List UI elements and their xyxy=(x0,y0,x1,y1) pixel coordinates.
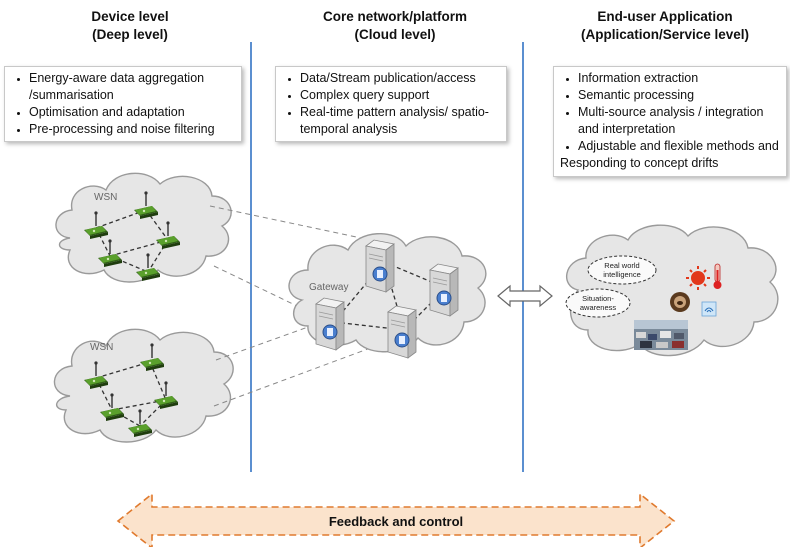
device-level-title: Device level (Deep level) xyxy=(55,8,205,44)
core-feature-2: Complex query support xyxy=(300,87,500,104)
core-feature-1: Data/Stream publication/access xyxy=(300,70,500,87)
device-level-title-line1: Device level xyxy=(91,9,169,24)
wsn-cloud-bottom: WSN xyxy=(53,328,234,443)
thermometer-icon xyxy=(713,263,722,289)
device-features-box: Energy-aware data aggregation /summarisa… xyxy=(4,66,242,142)
app-bubble-1-line1: Real world xyxy=(604,261,639,270)
enduser-feature-1: Information extraction xyxy=(578,70,780,87)
core-level-title: Core network/platform (Cloud level) xyxy=(305,8,485,44)
gateway-label: Gateway xyxy=(309,282,348,293)
device-feature-2: Optimisation and adaptation xyxy=(29,104,235,121)
weather-sun-icon xyxy=(686,266,710,290)
signal-icon xyxy=(701,301,717,317)
divider-device-core xyxy=(250,42,252,472)
app-bubble-1-line2: intelligence xyxy=(603,270,641,279)
server-icon xyxy=(365,239,395,293)
server-icon xyxy=(315,297,345,351)
enduser-level-title-line2: (Application/Service level) xyxy=(580,27,750,42)
people-photo-icon xyxy=(670,292,690,312)
server-icon xyxy=(429,263,459,317)
gateway-cloud: Gateway xyxy=(288,233,487,359)
application-cloud: Real world intelligence Situation- aware… xyxy=(565,224,779,357)
enduser-feature-4-continuation: Responding to concept drifts xyxy=(560,156,719,170)
enduser-features-box: Information extraction Semantic processi… xyxy=(553,66,787,177)
enduser-feature-3: Multi-source analysis / integration and … xyxy=(578,104,780,138)
app-bubble-2-line1: Situation- xyxy=(582,294,614,303)
gateway-app-double-arrow xyxy=(497,284,553,308)
core-level-title-line2: (Cloud level) xyxy=(354,27,436,42)
device-feature-1: Energy-aware data aggregation /summarisa… xyxy=(29,70,235,104)
wsn-top-label: WSN xyxy=(94,192,117,203)
enduser-level-title-line1: End-user Application xyxy=(597,9,733,24)
enduser-feature-4: Adjustable and flexible methods and xyxy=(578,138,780,155)
server-icon xyxy=(387,305,417,359)
traffic-photo-icon xyxy=(634,320,688,350)
device-level-title-line2: (Deep level) xyxy=(92,27,168,42)
enduser-feature-2: Semantic processing xyxy=(578,87,780,104)
core-level-title-line1: Core network/platform xyxy=(322,9,468,24)
device-feature-3: Pre-processing and noise filtering xyxy=(29,121,235,138)
feedback-control-label: Feedback and control xyxy=(329,514,463,529)
core-feature-3: Real-time pattern analysis/ spatio-tempo… xyxy=(300,104,500,138)
wsn-bottom-label: WSN xyxy=(90,342,113,353)
core-features-box: Data/Stream publication/access Complex q… xyxy=(275,66,507,142)
feedback-control-arrow: Feedback and control xyxy=(116,492,676,547)
enduser-level-title: End-user Application (Application/Servic… xyxy=(560,8,770,44)
app-bubble-2-line2: awareness xyxy=(580,303,617,312)
wsn-cloud-top: WSN xyxy=(55,172,232,283)
divider-core-enduser xyxy=(522,42,524,472)
